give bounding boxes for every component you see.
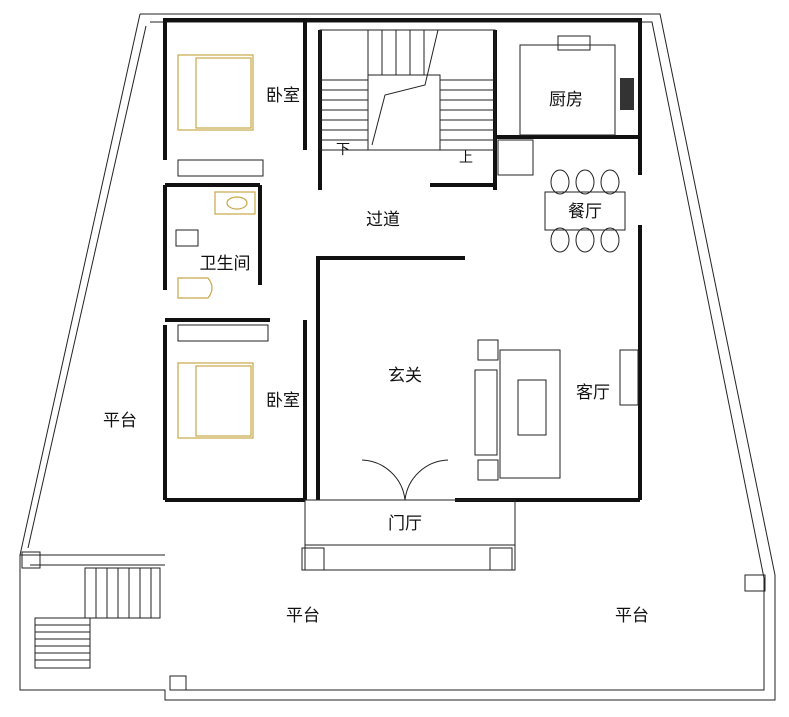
- bed-bottom: [177, 324, 269, 439]
- bed-top: [177, 54, 264, 177]
- tv-cabinet: [619, 349, 639, 406]
- pillar: [489, 547, 513, 571]
- porch: [301, 459, 516, 571]
- exterior-stairs: [34, 567, 161, 669]
- toilet: [177, 277, 213, 299]
- dining-table: [544, 169, 626, 253]
- double-door: [361, 459, 449, 501]
- wardrobe: [177, 324, 269, 342]
- room-label-corridor: 过道: [366, 210, 400, 230]
- stairs-down-label: 下: [336, 142, 350, 158]
- bathroom-fixtures: [175, 191, 256, 299]
- room-label-living: 客厅: [576, 383, 610, 403]
- room-label-foyer: 玄关: [388, 366, 422, 386]
- room-label-terrace-bottom-right: 平台: [615, 606, 649, 626]
- pillar: [744, 574, 766, 592]
- washing-machine: [175, 229, 199, 247]
- terrace-outline: [19, 13, 776, 701]
- room-label-terrace-bottom-left: 平台: [286, 606, 320, 626]
- room-label-bathroom: 卫生间: [200, 254, 251, 274]
- pillar: [301, 547, 325, 571]
- kitchen-fixtures: [497, 35, 634, 176]
- room-label-terrace-left: 平台: [103, 411, 137, 431]
- room-label-entrance-hall: 门厅: [388, 514, 422, 534]
- stairs-up-label: 上: [459, 150, 473, 166]
- wardrobe: [177, 159, 264, 177]
- room-label-kitchen: 厨房: [549, 90, 583, 110]
- room-label-bedroom-top: 卧室: [266, 86, 300, 106]
- room-label-dining: 餐厅: [568, 202, 602, 222]
- sofa-set: [474, 339, 639, 481]
- pillar: [21, 551, 41, 569]
- room-label-bedroom-bottom: 卧室: [266, 391, 300, 411]
- pillar: [169, 675, 187, 691]
- interior-stairs: [319, 29, 496, 151]
